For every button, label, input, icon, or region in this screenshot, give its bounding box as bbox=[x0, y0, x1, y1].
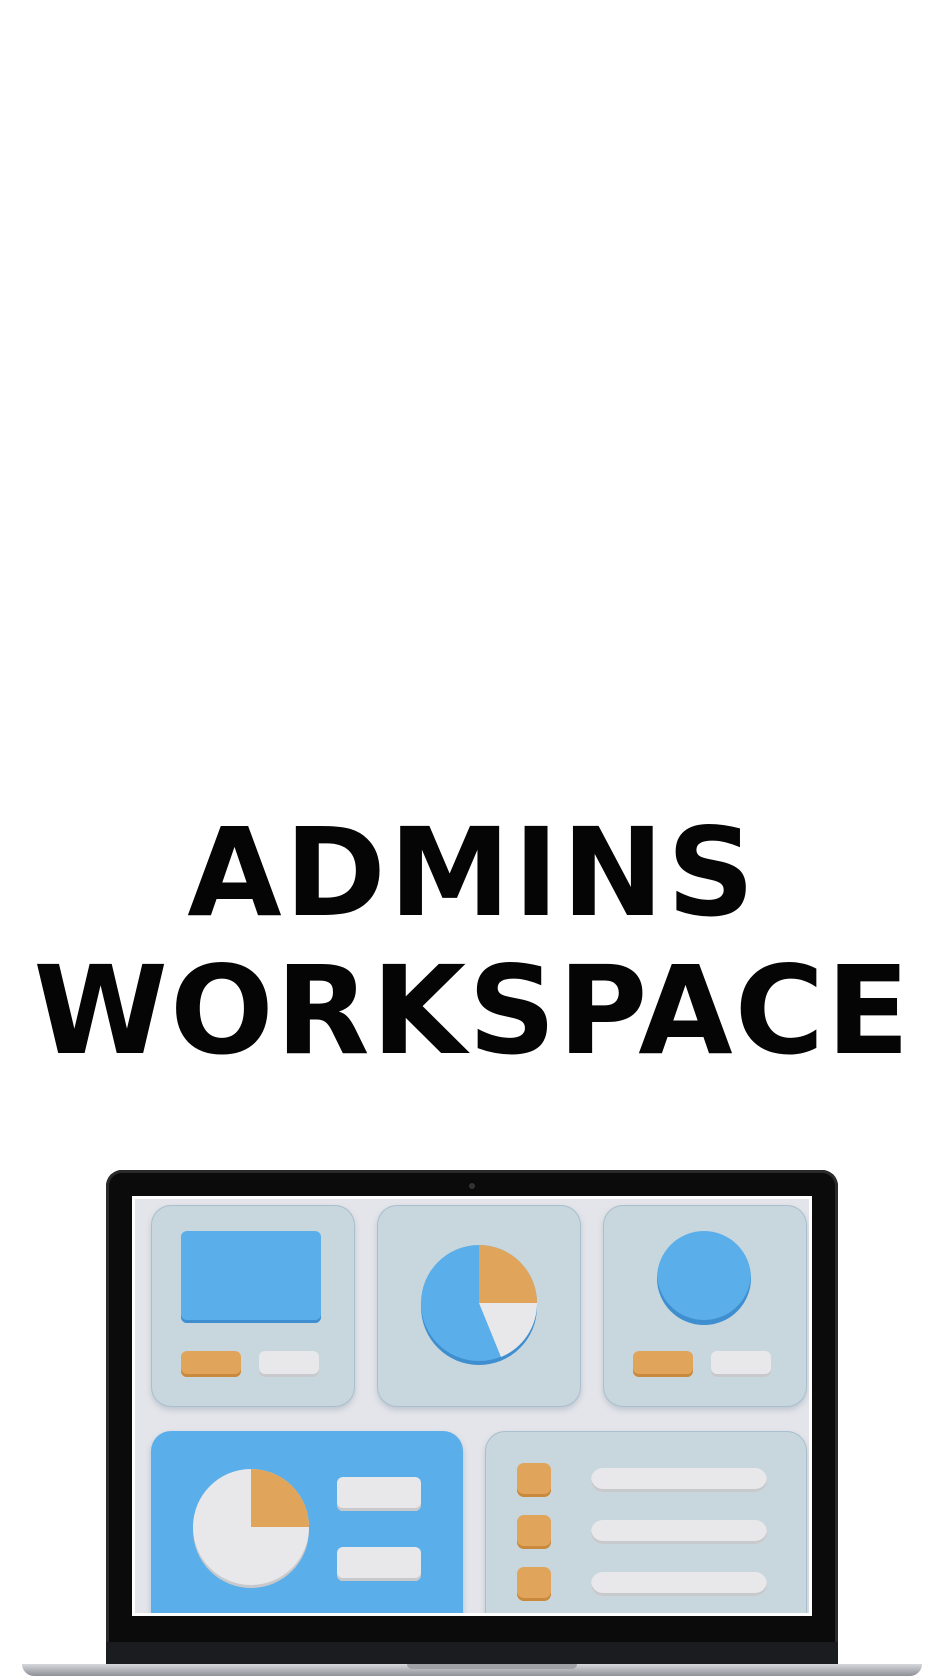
white-button-icon bbox=[337, 1547, 421, 1581]
orange-button-icon bbox=[181, 1351, 241, 1377]
title-line-admins: ADMINS bbox=[187, 802, 758, 944]
white-button-icon bbox=[337, 1477, 421, 1511]
dashboard-card-top-left bbox=[151, 1205, 355, 1407]
pie-chart-icon bbox=[193, 1469, 309, 1588]
title-line-workspace: WORKSPACE bbox=[33, 940, 912, 1082]
dashboard-card-top-middle bbox=[377, 1205, 581, 1407]
orange-button-icon bbox=[633, 1351, 693, 1377]
camera-icon bbox=[469, 1183, 475, 1189]
white-button-icon bbox=[711, 1351, 771, 1377]
blue-panel-icon bbox=[181, 1231, 321, 1323]
laptop-lid bbox=[106, 1170, 838, 1668]
blue-circle-icon bbox=[657, 1231, 751, 1325]
laptop-base bbox=[22, 1664, 922, 1676]
list-bullet-icon bbox=[517, 1463, 551, 1497]
white-button-icon bbox=[259, 1351, 319, 1377]
laptop-screen bbox=[132, 1196, 812, 1616]
list-bar-icon bbox=[591, 1520, 767, 1544]
dashboard-card-bottom-left bbox=[151, 1431, 463, 1613]
laptop-notch bbox=[407, 1664, 577, 1669]
dashboard-card-bottom-right bbox=[485, 1431, 807, 1613]
list-bullet-icon bbox=[517, 1515, 551, 1549]
pie-chart-icon bbox=[421, 1245, 538, 1365]
list-bar-icon bbox=[591, 1468, 767, 1492]
laptop-chin bbox=[106, 1642, 838, 1668]
list-bullet-icon bbox=[517, 1567, 551, 1601]
list-bar-icon bbox=[591, 1572, 767, 1596]
dashboard-card-top-right bbox=[603, 1205, 807, 1407]
